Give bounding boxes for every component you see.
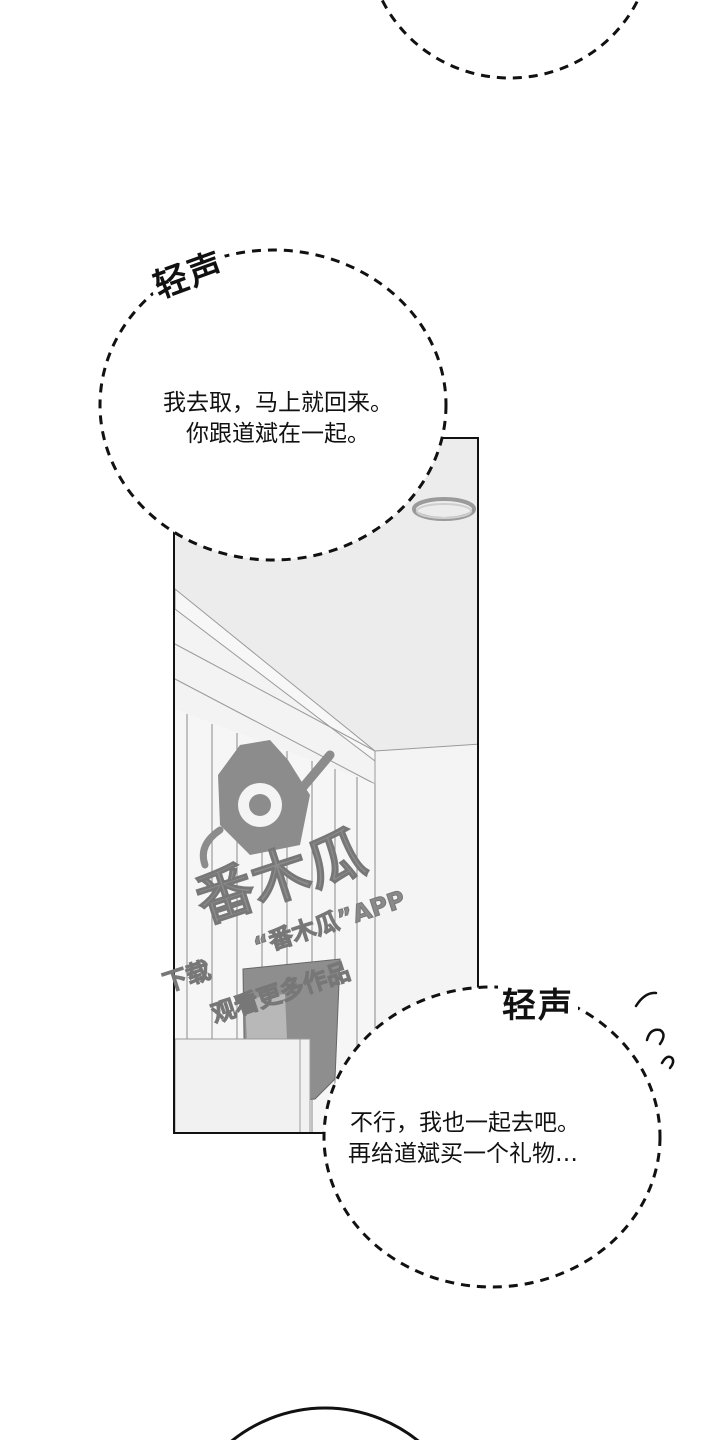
bubble-bottom-partial-outline — [230, 1406, 420, 1440]
comic-panel-room — [173, 437, 479, 1134]
bubble-1-text: 我去取，马上就回来。 你跟道斌在一起。 — [118, 388, 438, 450]
bubble-2-line-1: 不行，我也一起去吧。 — [350, 1110, 580, 1136]
watermark-mascot-icon — [199, 740, 335, 869]
bubble-1-line-2: 你跟道斌在一起。 — [186, 421, 370, 447]
bubble-top-partial-outline — [380, 0, 640, 80]
bubble-2-outline — [322, 985, 662, 1289]
bubble-2-text: 不行，我也一起去吧。 再给道斌买一个礼物… — [340, 1108, 660, 1170]
bubble-1-line-1: 我去取，马上就回来。 — [163, 390, 393, 416]
bubble-2-sfx: 轻声 — [498, 978, 578, 1027]
bubble-2-line-2: 再给道斌买一个礼物… — [348, 1141, 578, 1167]
ceiling-light-icon — [412, 497, 476, 521]
swoosh-marks-icon — [634, 991, 675, 1070]
bubble-1-outline — [98, 248, 448, 562]
watermark: 番木瓜 “番木瓜”APP 下载 观看更多作品 — [159, 735, 460, 1035]
room-illustration — [175, 439, 477, 1132]
